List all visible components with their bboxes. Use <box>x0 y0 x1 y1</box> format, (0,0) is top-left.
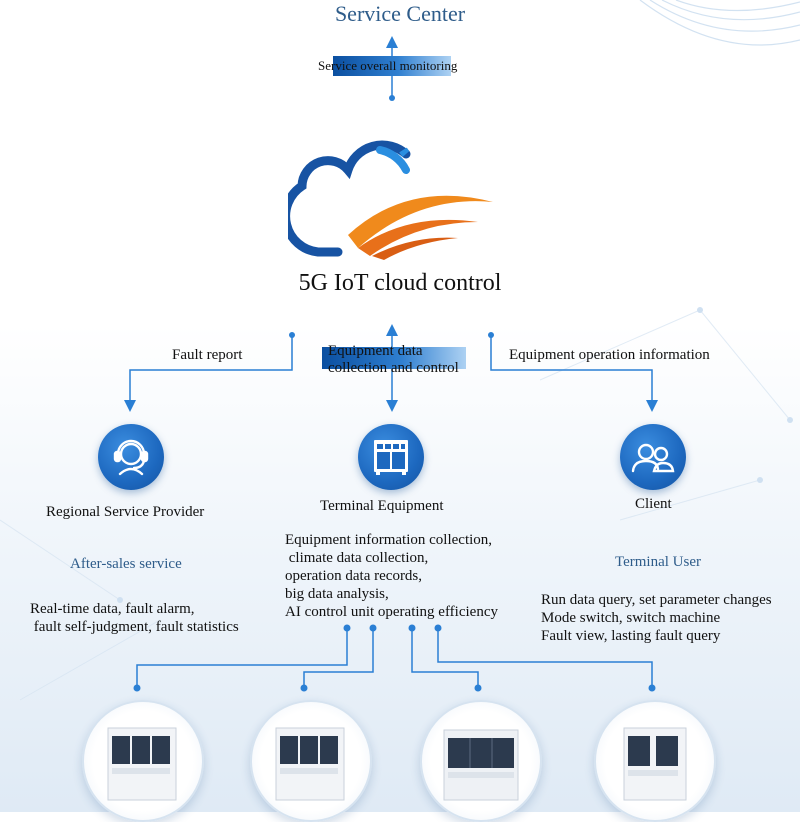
ac-unit-icon <box>107 727 177 801</box>
node-subtitle-regional: After-sales service <box>70 556 182 572</box>
cloud-logo-icon <box>288 140 493 260</box>
hvac-unit-icon <box>374 440 408 475</box>
node-desc-client: Run data query, set parameter changes Mo… <box>541 592 772 644</box>
service-center-title: Service Center <box>334 1 466 26</box>
regional-service-node <box>98 424 164 490</box>
collection-label: Equipment data collection and control <box>328 343 459 376</box>
node-title-terminal: Terminal Equipment <box>320 498 444 514</box>
ac-unit-4 <box>594 700 716 822</box>
ac-unit-icon <box>623 727 687 801</box>
monitor-label: Service overall monitoring <box>318 58 458 73</box>
ac-unit-2 <box>250 700 372 822</box>
ac-unit-icon <box>443 729 519 801</box>
node-title-client: Client <box>635 496 672 512</box>
ac-unit-icon <box>275 727 345 801</box>
terminal-equipment-node <box>358 424 424 490</box>
cloud-control-title: 5G IoT cloud control <box>298 270 502 296</box>
node-subtitle-client: Terminal User <box>615 554 702 570</box>
node-desc-regional: Real-time data, fault alarm, fault self-… <box>30 601 239 635</box>
operation-info-label: Equipment operation information <box>509 347 710 363</box>
client-node <box>620 424 686 490</box>
collection-bar <box>322 347 466 369</box>
ac-unit-3 <box>420 700 542 822</box>
users-icon <box>631 443 675 473</box>
node-title-regional: Regional Service Provider <box>46 504 205 520</box>
fault-report-label: Fault report <box>172 347 243 363</box>
support-agent-icon <box>113 439 149 476</box>
ac-unit-1 <box>82 700 204 822</box>
node-desc-terminal: Equipment information collection, climat… <box>285 532 498 620</box>
monitor-bar <box>333 56 451 76</box>
